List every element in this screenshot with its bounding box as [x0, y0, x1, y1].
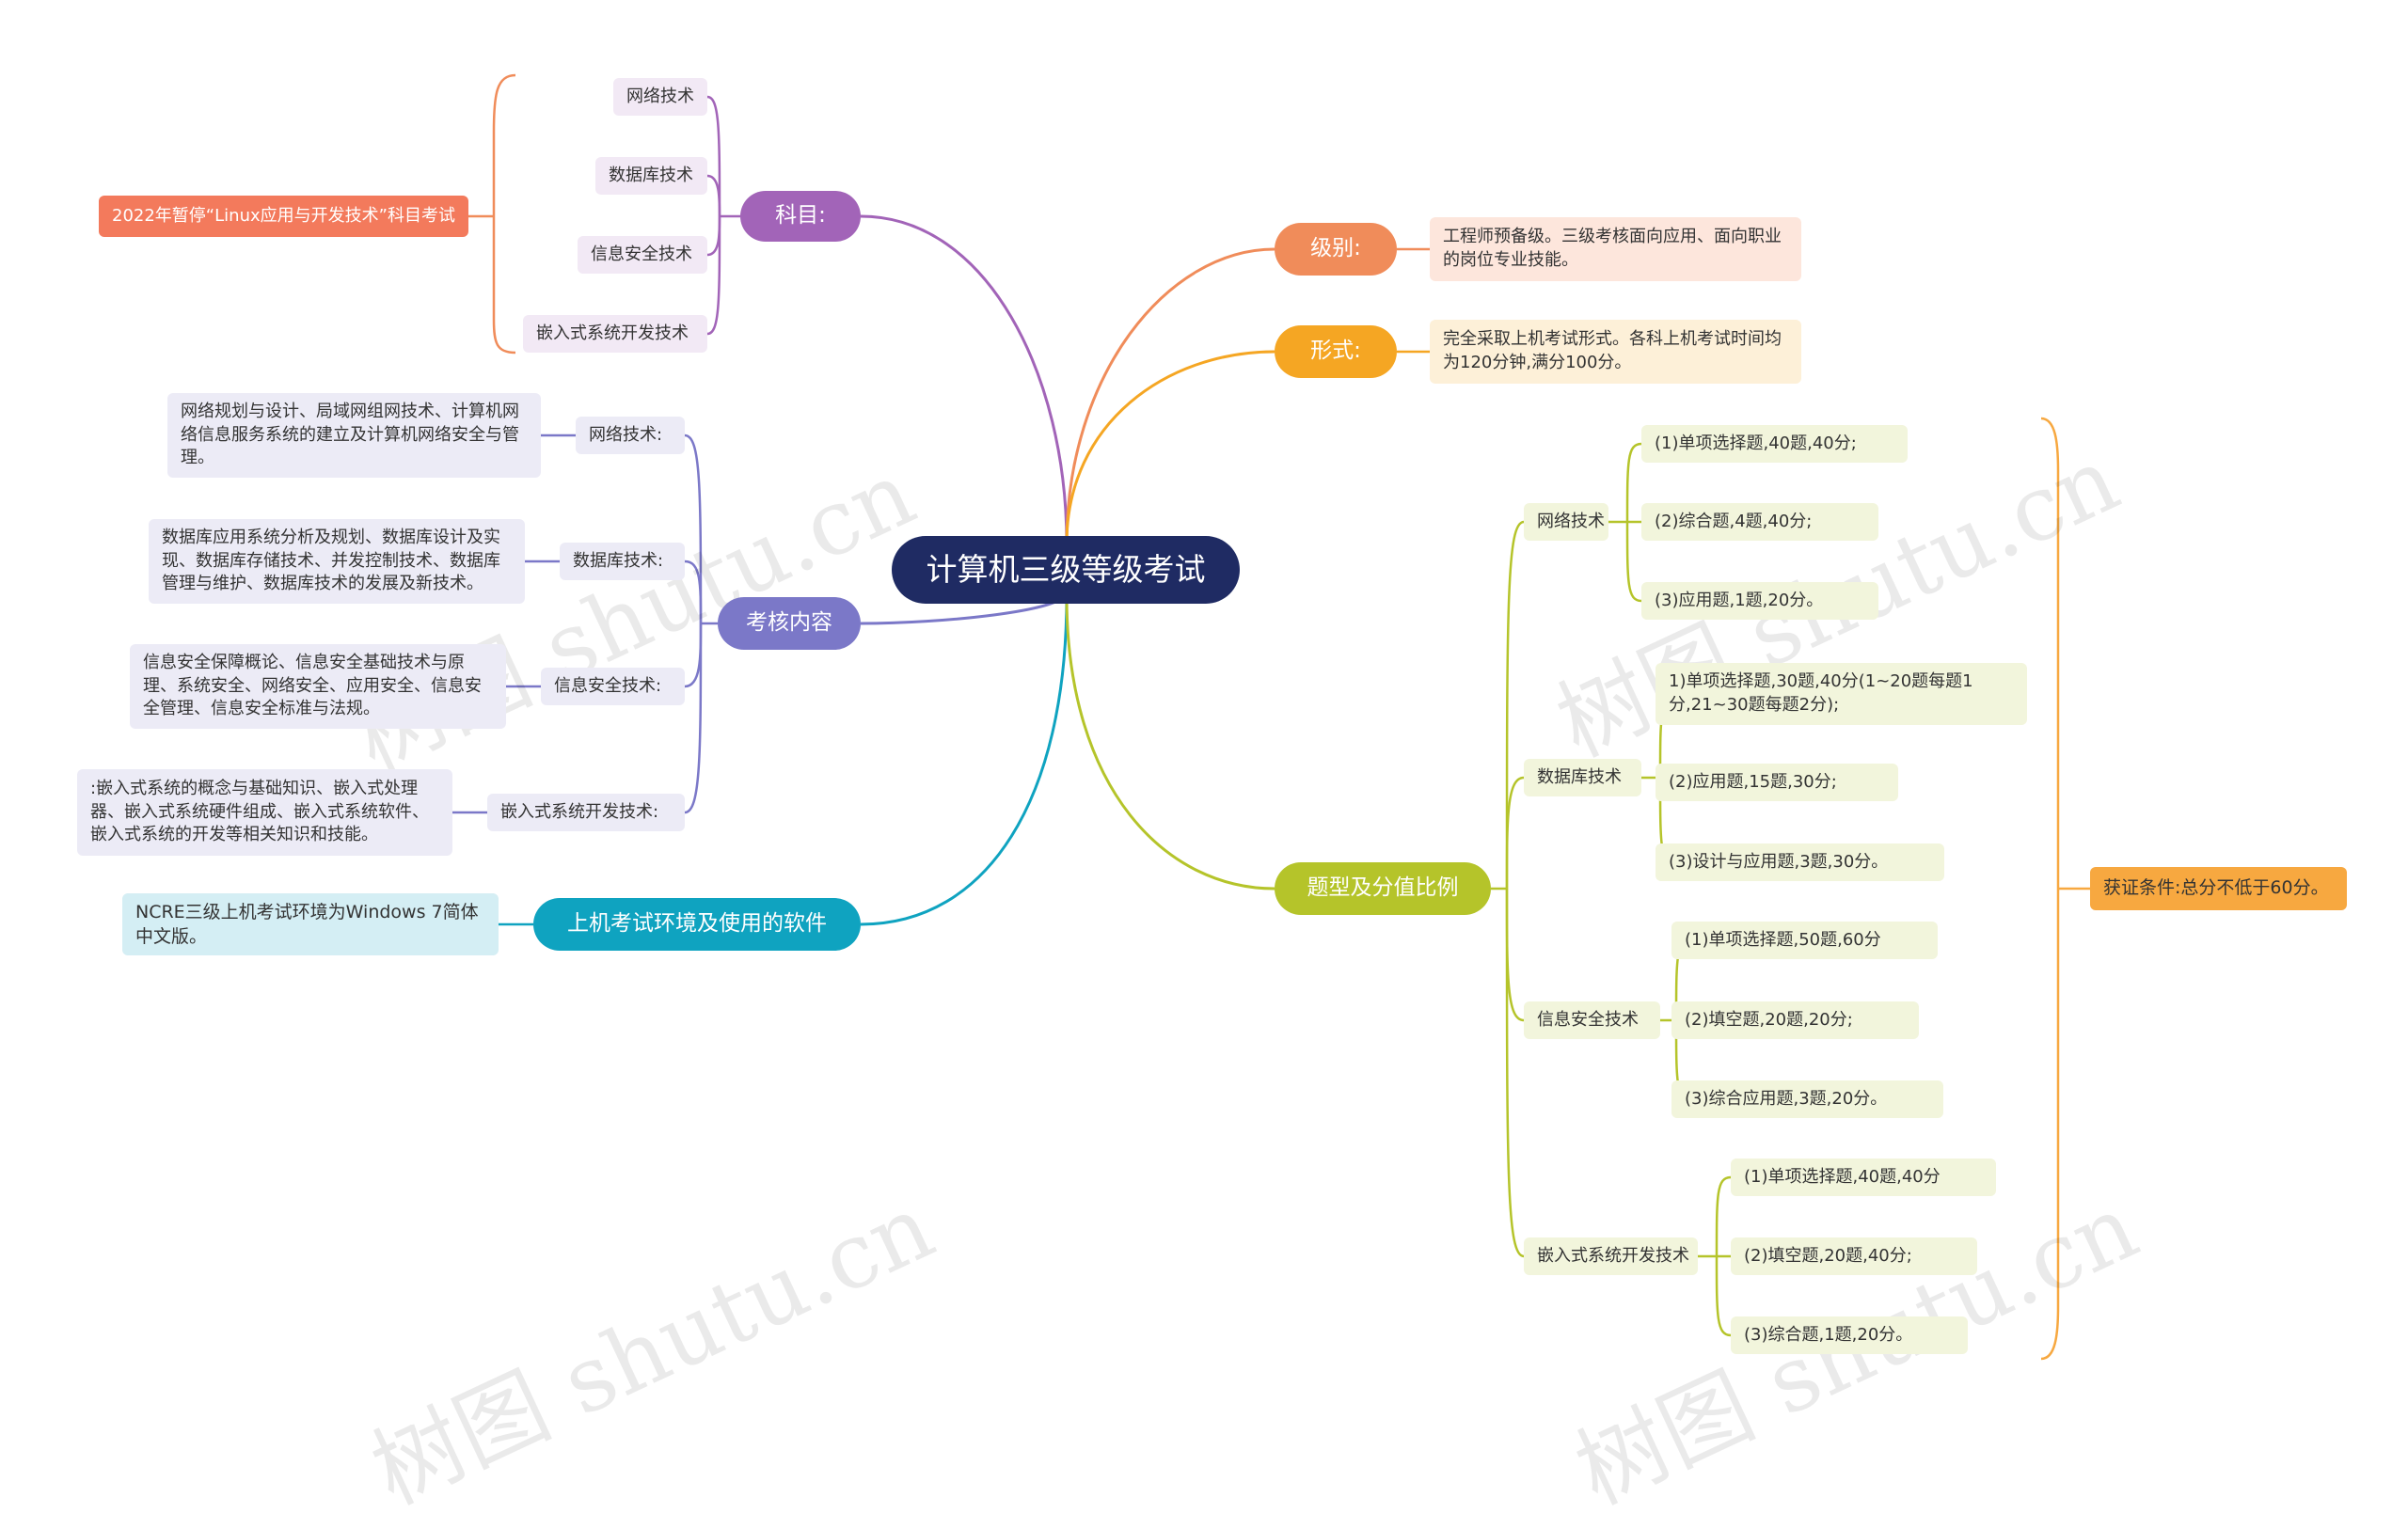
tixing-group-security[interactable]: 信息安全技术: [1524, 1001, 1660, 1039]
connector-tixing-1: [1505, 520, 1525, 890]
kemu-item-database[interactable]: 数据库技术: [595, 157, 707, 195]
connector-tixing-4: [1505, 888, 1525, 1258]
tixing-security-item-1: (1)单项选择题,50题,60分: [1671, 922, 1938, 959]
tixing-database-item-1: 1)单项选择题,30题,40分(1~20题每题1分,21~30题每题2分);: [1656, 663, 2027, 725]
connector-tixing-3: [1505, 888, 1525, 1022]
tixing-embedded-item-2: (2)填空题,20题,40分;: [1731, 1237, 1977, 1275]
kaohe-note-embedded: :嵌入式系统的概念与基础知识、嵌入式处理器、嵌入式系统硬件组成、嵌入式系统软件、…: [77, 769, 452, 856]
connector-tixing-group-1: [1608, 442, 1642, 603]
kemu-item-embedded[interactable]: 嵌入式系统开发技术: [523, 315, 707, 353]
tixing-group-embedded[interactable]: 嵌入式系统开发技术: [1524, 1237, 1698, 1275]
tixing-database-item-3: (3)设计与应用题,3题,30分。: [1656, 843, 1944, 881]
tixing-network-item-2: (2)综合题,4题,40分;: [1641, 503, 1878, 541]
connector-center-tixing: [1065, 595, 1275, 891]
tixing-award-condition[interactable]: 获证条件:总分不低于60分。: [2090, 867, 2347, 910]
kaohe-note-security: 信息安全保障概论、信息安全基础技术与原理、系统安全、网络安全、应用安全、信息安全…: [130, 644, 506, 729]
tixing-group-database[interactable]: 数据库技术: [1524, 759, 1641, 796]
tixing-embedded-item-3: (3)综合题,1题,20分。: [1731, 1316, 1968, 1354]
tixing-bracket: [2040, 417, 2060, 1361]
mind-map-canvas: 树图 shutu.cn 树图 shutu.cn 树图 shutu.cn 树图 s…: [77, 73, 2347, 1524]
kemu-bracket: [492, 73, 516, 355]
connector-kaohe-1: [684, 433, 703, 624]
connector-tixing-2: [1505, 776, 1525, 890]
connector-center-xingshi: [1065, 350, 1275, 544]
kemu-item-security[interactable]: 信息安全技术: [578, 236, 707, 274]
tixing-group-network[interactable]: 网络技术: [1524, 503, 1608, 541]
tixing-security-item-3: (3)综合应用题,3题,20分。: [1671, 1080, 1943, 1118]
kaohe-note-network: 网络规划与设计、局域网组网技术、计算机网络信息服务系统的建立及计算机网络安全与管…: [167, 393, 541, 478]
connector-center-kemu: [860, 214, 1069, 544]
connector-kemu-4: [706, 215, 721, 336]
kaohe-item-network[interactable]: 网络技术:: [576, 417, 685, 454]
connector-center-env: [860, 595, 1069, 926]
branch-xingshi[interactable]: 形式:: [1275, 325, 1397, 378]
kaohe-item-security[interactable]: 信息安全技术:: [541, 668, 685, 705]
env-note: NCRE三级上机考试环境为Windows 7简体中文版。: [122, 893, 499, 955]
connector-layer: [452, 73, 2090, 1361]
connector-kemu-3: [706, 215, 721, 257]
kemu-note-linux[interactable]: 2022年暂停“Linux应用与开发技术”科目考试: [99, 196, 468, 237]
tixing-network-item-3: (3)应用题,1题,20分。: [1641, 582, 1878, 620]
connector-kemu-2: [706, 174, 721, 217]
tixing-network-item-1: (1)单项选择题,40题,40分;: [1641, 425, 1908, 463]
tixing-embedded-item-1: (1)单项选择题,40题,40分: [1731, 1159, 1996, 1196]
kemu-item-network[interactable]: 网络技术: [613, 78, 707, 116]
branch-tixing[interactable]: 题型及分值比例: [1275, 862, 1491, 915]
tixing-database-item-2: (2)应用题,15题,30分;: [1656, 764, 1898, 801]
connector-kaohe-2: [684, 560, 703, 624]
xingshi-note: 完全采取上机考试形式。各科上机考试时间均为120分钟,满分100分。: [1430, 320, 1801, 384]
tixing-security-item-2: (2)填空题,20题,20分;: [1671, 1001, 1919, 1039]
central-topic[interactable]: 计算机三级等级考试: [892, 536, 1240, 604]
connector-kaohe-3: [684, 623, 703, 688]
branch-jibie[interactable]: 级别:: [1275, 223, 1397, 276]
jibie-note: 工程师预备级。三级考核面向应用、面向职业的岗位专业技能。: [1430, 217, 1801, 281]
branch-kemu[interactable]: 科目:: [740, 191, 861, 242]
kaohe-note-database: 数据库应用系统分析及规划、数据库设计及实现、数据库存储技术、并发控制技术、数据库…: [149, 519, 525, 604]
connector-tixing-group-4: [1698, 1175, 1732, 1337]
kaohe-item-database[interactable]: 数据库技术:: [560, 543, 685, 580]
connector-kemu-1: [706, 95, 721, 217]
connector-center-jibie: [1065, 247, 1275, 544]
branch-kaohe[interactable]: 考核内容: [718, 597, 861, 650]
branch-env[interactable]: 上机考试环境及使用的软件: [533, 898, 861, 951]
connector-kaohe-4: [684, 623, 703, 814]
kaohe-item-embedded[interactable]: 嵌入式系统开发技术:: [487, 794, 685, 831]
